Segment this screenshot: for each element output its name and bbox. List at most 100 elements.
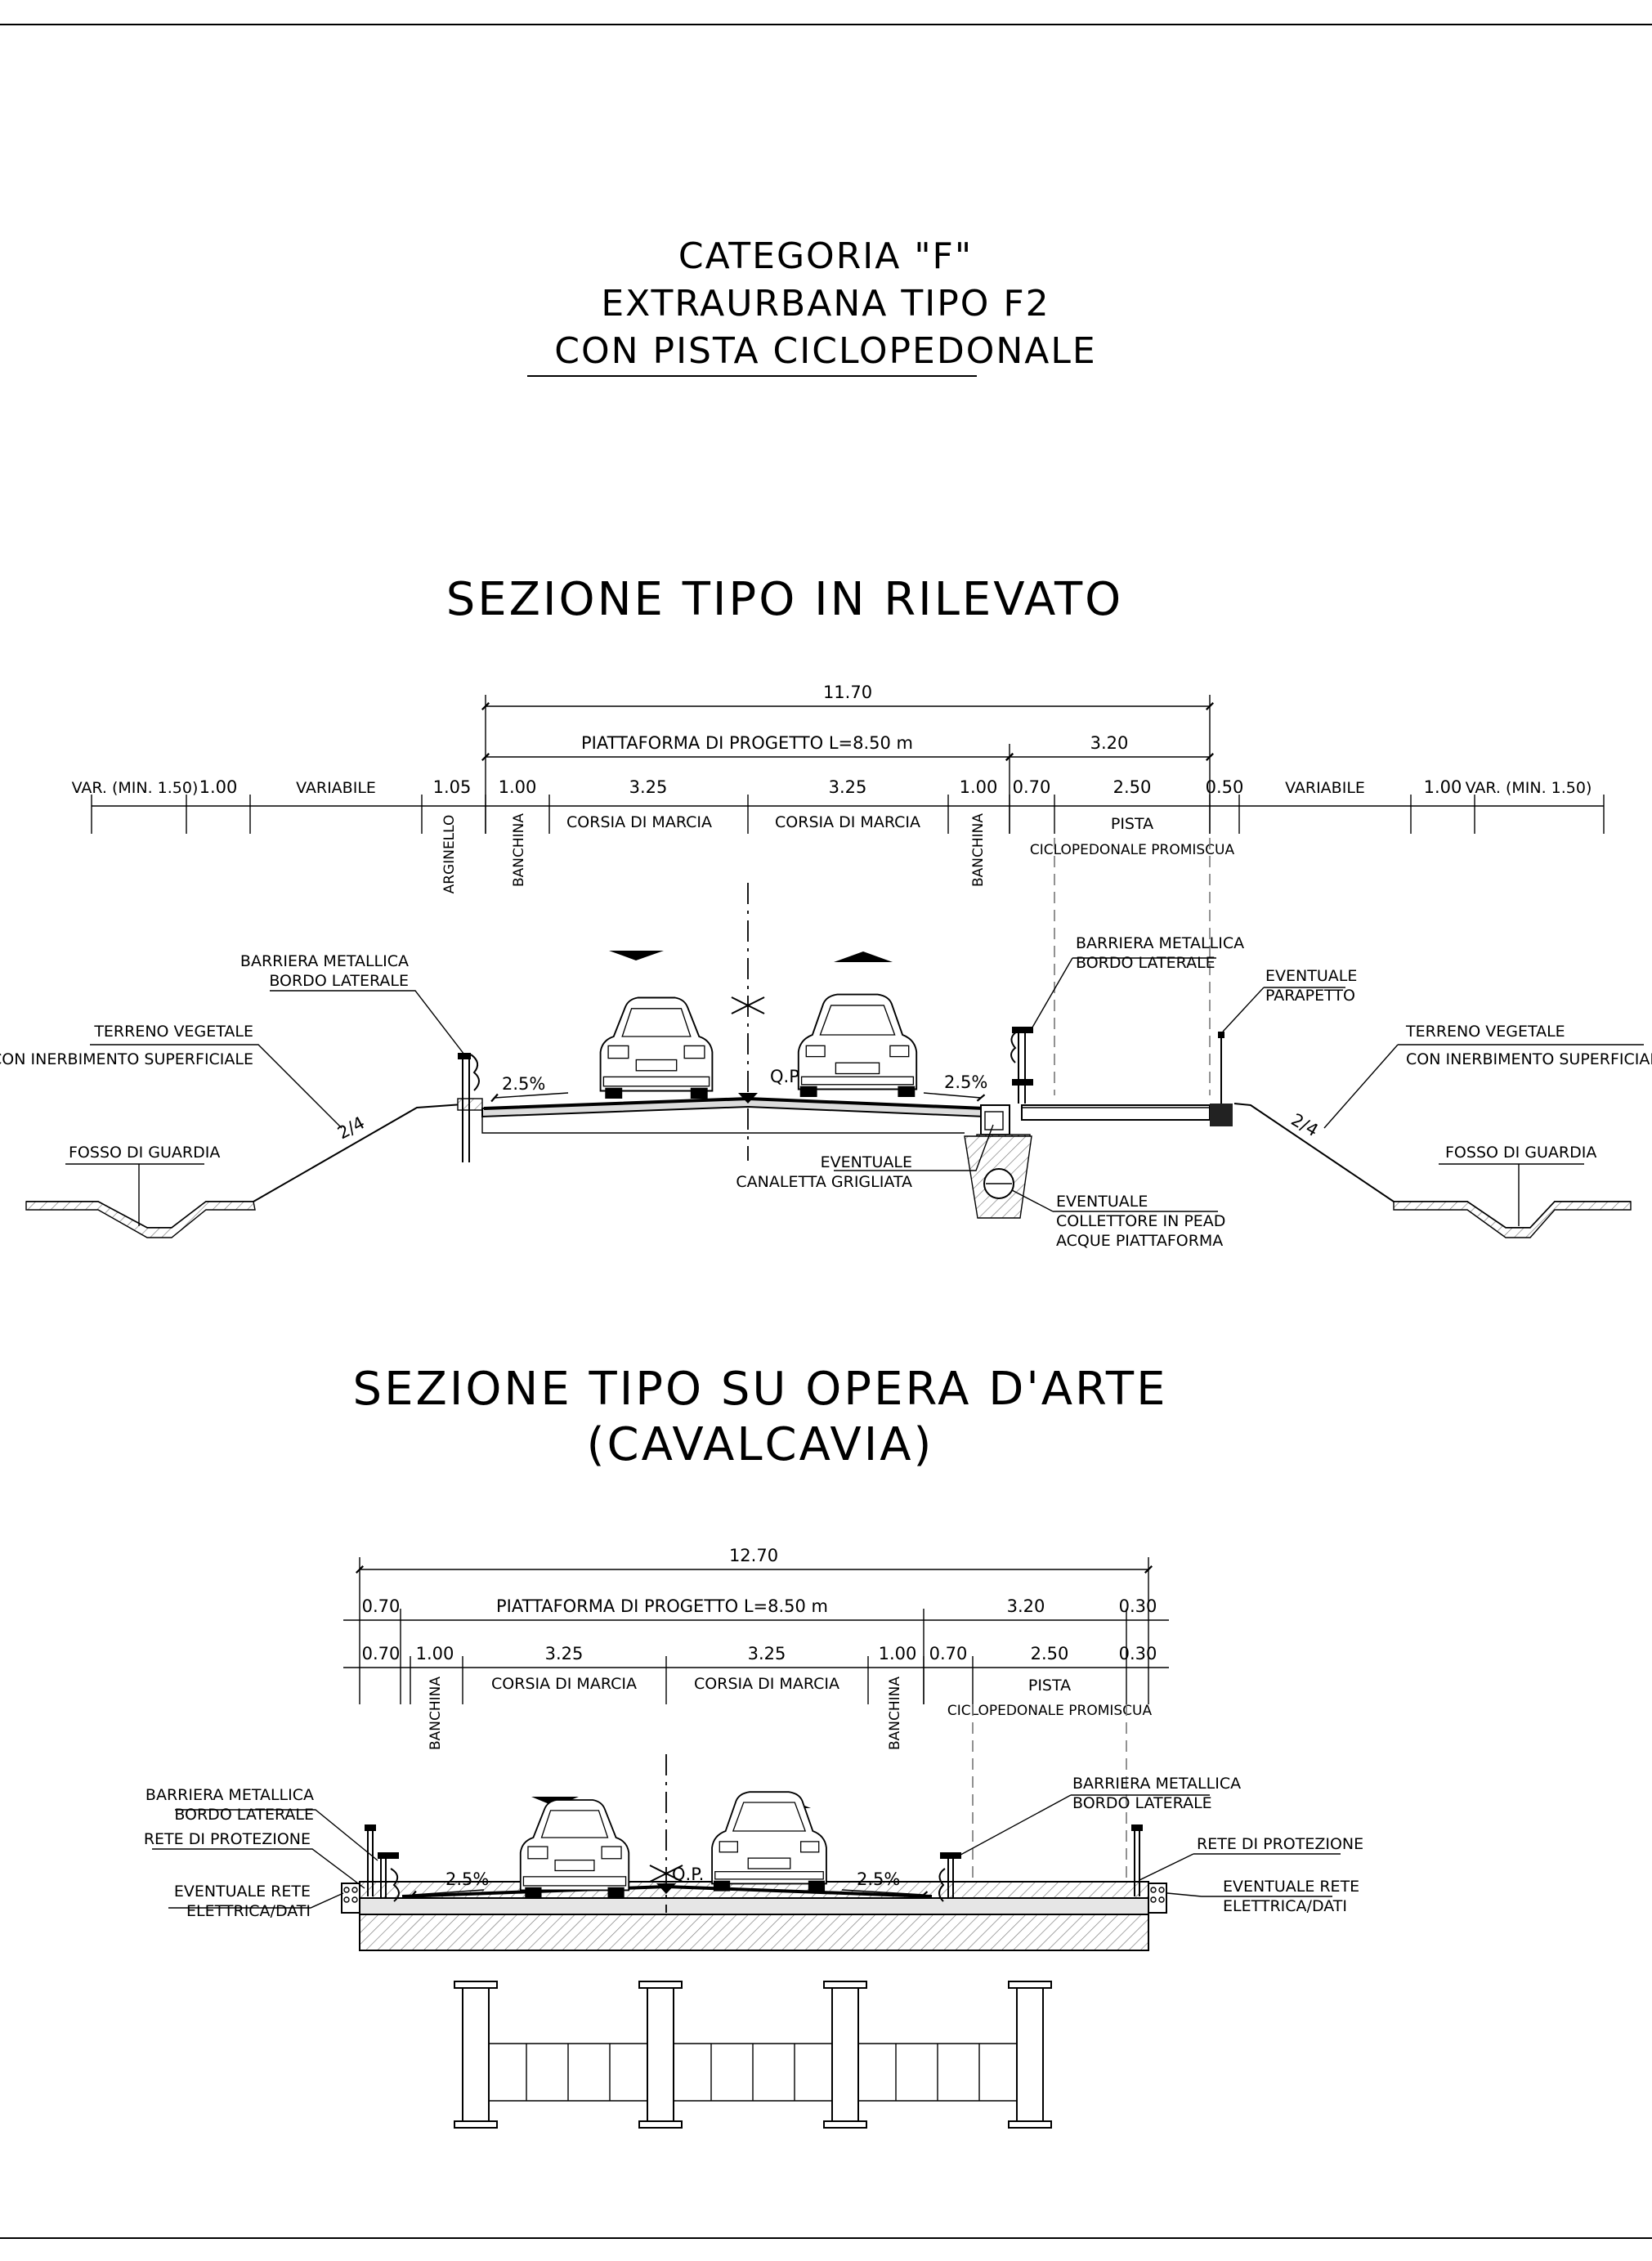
s1-dim-variabile-right: VARIABILE (1285, 779, 1365, 797)
s2-leaders (152, 1794, 1341, 1909)
s1-qp-marker (731, 996, 765, 1104)
s2-zone-pista2: CICLOPEDONALE PROMISCUA (947, 1703, 1153, 1719)
s1-terreno-left-2: CON INERBIMENTO SUPERFICIALE (0, 1050, 253, 1068)
s1-dim-325-l: 3.25 (629, 777, 668, 797)
s1-dim-piattaforma: PIATTAFORMA DI PROGETTO L=8.50 m (581, 733, 913, 753)
s2-slope-left-label: 2.5% (445, 1869, 489, 1889)
s2-barriera-right-1: BARRIERA METALLICA (1072, 1775, 1241, 1793)
s1-zone-pista1: PISTA (1111, 815, 1153, 833)
s1-zone-corsia-l: CORSIA DI MARCIA (566, 813, 712, 831)
s2-dim-030-top: 0.30 (1119, 1596, 1157, 1616)
s1-collettore-3: ACQUE PIATTAFORMA (1056, 1232, 1223, 1250)
s2-dim-030: 0.30 (1119, 1644, 1157, 1663)
s1-dim-total: 11.70 (823, 683, 872, 702)
s1-parapetto-1: EVENTUALE (1265, 967, 1357, 985)
s2-zone-corsia-l: CORSIA DI MARCIA (491, 1675, 637, 1693)
s1-slope-left-label: 2.5% (502, 1074, 545, 1094)
header-line3: CON PISTA CICLOPEDONALE (554, 330, 1096, 372)
s2-dim-070-r: 0.70 (929, 1644, 968, 1663)
s1-barriera-left-1: BARRIERA METALLICA (240, 952, 409, 970)
s2-zone-banchina-r: BANCHINA (887, 1677, 903, 1750)
s1-slope-right-label: 2.5% (944, 1072, 987, 1092)
s1-dim-250: 2.50 (1113, 777, 1152, 797)
s1-dim-100-right: 1.00 (1424, 777, 1462, 797)
s1-fosso-left: FOSSO DI GUARDIA (69, 1144, 220, 1162)
s1-canaletta-1: EVENTUALE (821, 1153, 912, 1171)
s1-barriera-right-2: BORDO LATERALE (1076, 954, 1215, 972)
s1-slope-right-arrow (923, 1092, 986, 1102)
section1-title: SEZIONE TIPO IN RILEVATO (446, 573, 1124, 626)
s2-dim-325-r: 3.25 (748, 1644, 786, 1663)
s2-slope-right-arrow (841, 1889, 929, 1899)
s1-direction-up-icon (834, 951, 893, 962)
s1-dim-100-banchina-r: 1.00 (960, 777, 998, 797)
s2-dim-piattaforma: PIATTAFORMA DI PROGETTO L=8.50 m (496, 1596, 828, 1616)
s1-zone-banchina-l: BANCHINA (511, 813, 527, 887)
s2-slope-right-label: 2.5% (857, 1869, 900, 1889)
header-line1: CATEGORIA "F" (678, 235, 973, 277)
s2-car-rear-icon (519, 1799, 630, 1899)
s1-terreno-right-2: CON INERBIMENTO SUPERFICIALE (1406, 1050, 1652, 1068)
section1-dimension-lines (91, 695, 1605, 834)
s1-embankment (25, 1027, 1632, 1238)
section2-title-1: SEZIONE TIPO SU OPERA D'ARTE (353, 1363, 1168, 1416)
s2-zone-banchina-l: BANCHINA (428, 1677, 444, 1750)
s2-barriera-left-2: BORDO LATERALE (174, 1806, 314, 1824)
s1-dim-var-min-left: VAR. (MIN. 1.50) (72, 779, 199, 797)
s2-rete-right: RETE DI PROTEZIONE (1197, 1835, 1363, 1853)
s1-ratio-right: 2/4 (1288, 1110, 1322, 1141)
s2-car-front-icon (711, 1791, 827, 1892)
s1-dim-100-banchina-l: 1.00 (499, 777, 537, 797)
s1-canaletta-2: CANALETTA GRIGLIATA (736, 1173, 912, 1191)
s1-zone-pista2: CICLOPEDONALE PROMISCUA (1030, 842, 1235, 858)
s2-dim-100-l: 1.00 (416, 1644, 454, 1663)
s1-terreno-right-1: TERRENO VEGETALE (1405, 1023, 1565, 1041)
s1-dim-070: 0.70 (1013, 777, 1051, 797)
s1-dim-pista-total: 3.20 (1090, 733, 1129, 753)
s2-zone-corsia-r: CORSIA DI MARCIA (694, 1675, 839, 1693)
s1-dim-325-r: 3.25 (829, 777, 867, 797)
s1-dim-050: 0.50 (1206, 777, 1244, 797)
section2-dimension-lines (343, 1557, 1169, 1704)
header-line2: EXTRAURBANA TIPO F2 (601, 283, 1050, 325)
s2-dim-070-top: 0.70 (362, 1596, 401, 1616)
s1-collettore-1: EVENTUALE (1056, 1193, 1148, 1211)
s1-dim-100-left: 1.00 (199, 777, 238, 797)
s1-zone-banchina-r: BANCHINA (970, 813, 987, 887)
s1-leaders (65, 957, 1644, 1226)
s1-fosso-right: FOSSO DI GUARDIA (1445, 1144, 1596, 1162)
s2-elettrica-right-2: ELETTRICA/DATI (1223, 1897, 1347, 1915)
s2-dim-250: 2.50 (1031, 1644, 1069, 1663)
s1-dim-105: 1.05 (433, 777, 472, 797)
s2-elettrica-left-1: EVENTUALE RETE (174, 1883, 311, 1901)
s2-zone-pista1: PISTA (1028, 1677, 1071, 1695)
s1-barriera-right-1: BARRIERA METALLICA (1076, 934, 1244, 952)
s2-qp-marker (649, 1865, 683, 1894)
s2-dim-total: 12.70 (729, 1546, 778, 1565)
s2-bridge (341, 1824, 1167, 2129)
s1-direction-down-icon (609, 951, 664, 960)
s2-qp-label: Q.P. (672, 1865, 704, 1884)
s2-elettrica-right-1: EVENTUALE RETE (1223, 1878, 1359, 1896)
s1-dim-variabile-left: VARIABILE (296, 779, 376, 797)
s2-dim-pista-total: 3.20 (1007, 1596, 1045, 1616)
s1-car-rear-icon (599, 996, 714, 1099)
s2-barriera-right-2: BORDO LATERALE (1072, 1794, 1212, 1812)
s1-qp-label: Q.P. (770, 1067, 802, 1086)
s2-barriera-left-1: BARRIERA METALLICA (146, 1786, 314, 1804)
s1-zone-arginello: ARGINELLO (441, 815, 458, 894)
s1-collettore-2: COLLETTORE IN PEAD (1056, 1212, 1225, 1230)
s1-dim-var-min-right: VAR. (MIN. 1.50) (1466, 779, 1592, 797)
s1-parapetto-2: PARAPETTO (1265, 987, 1355, 1005)
s2-rete-left: RETE DI PROTEZIONE (144, 1830, 311, 1848)
s2-dim-100-r: 1.00 (879, 1644, 917, 1663)
s2-slope-left-arrow (409, 1889, 485, 1900)
s2-dim-325-l: 3.25 (545, 1644, 584, 1663)
s2-dim-070-l: 0.70 (362, 1644, 401, 1663)
s1-car-front-icon (797, 993, 918, 1098)
s1-zone-corsia-r: CORSIA DI MARCIA (775, 813, 920, 831)
s1-terreno-left-1: TERRENO VEGETALE (93, 1023, 253, 1041)
s1-slope-left-arrow (490, 1092, 569, 1103)
s1-barriera-left-2: BORDO LATERALE (269, 972, 409, 990)
